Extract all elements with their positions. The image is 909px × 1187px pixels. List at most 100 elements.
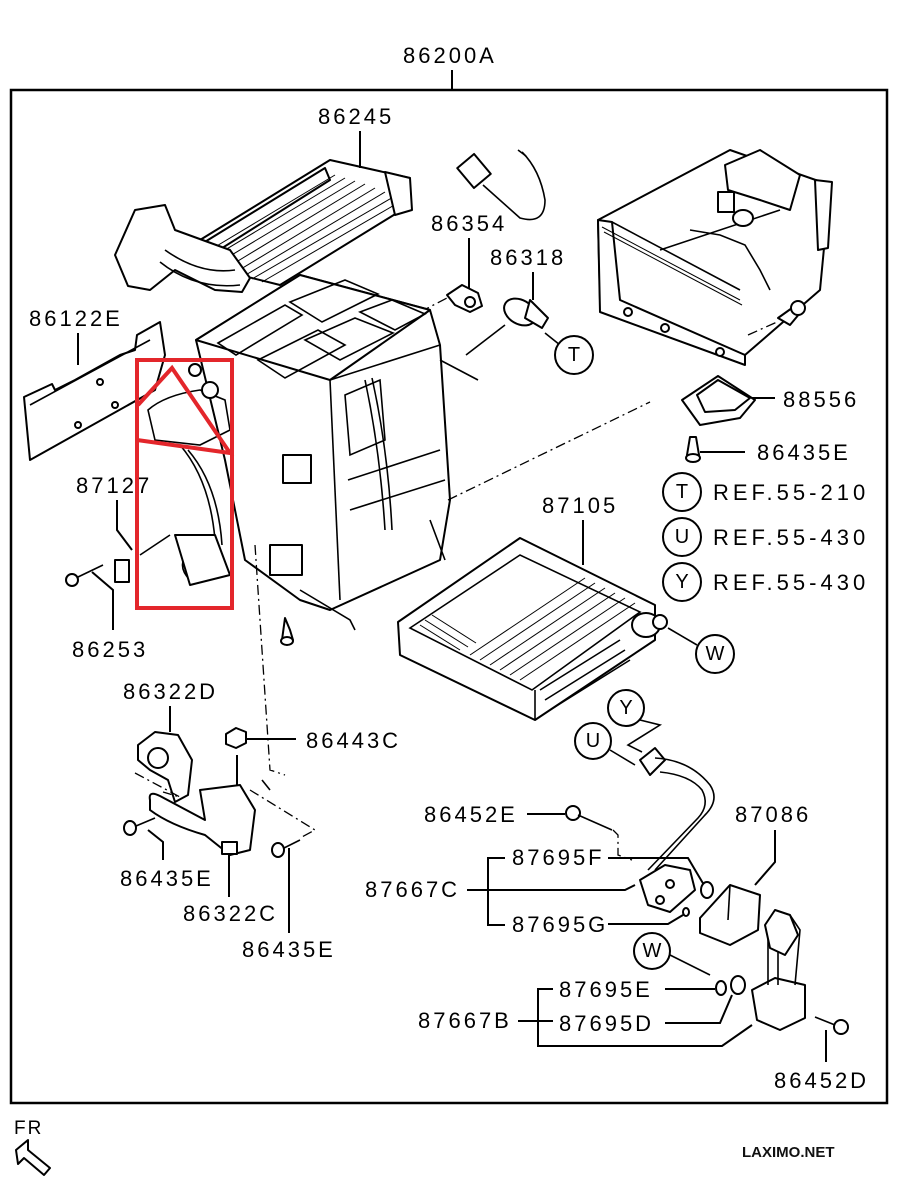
reference-row[interactable]: T REF.55-210 bbox=[662, 472, 869, 512]
svg-text:Y: Y bbox=[675, 571, 688, 593]
part-87667C-flange[interactable] bbox=[639, 864, 696, 913]
callout-86435E-bottom[interactable]: 86435E bbox=[242, 937, 336, 962]
callout-87667C[interactable]: 87667C bbox=[365, 877, 460, 902]
guide-88556 bbox=[447, 401, 651, 501]
highlight-box bbox=[135, 358, 234, 610]
callout-86122E[interactable]: 86122E bbox=[29, 306, 123, 331]
callout-87695G[interactable]: 87695G bbox=[512, 912, 608, 937]
callout-87667B[interactable]: 87667B bbox=[418, 1008, 512, 1033]
part-pipe[interactable] bbox=[639, 747, 715, 871]
callout-87086[interactable]: 87086 bbox=[735, 802, 811, 827]
callout-86452D[interactable]: 86452D bbox=[774, 1068, 869, 1093]
callout-86354[interactable]: 86354 bbox=[431, 211, 507, 236]
reference-text: REF.55-210 bbox=[713, 480, 869, 505]
callout-87105[interactable]: 87105 bbox=[542, 493, 618, 518]
callout-88556[interactable]: 88556 bbox=[783, 387, 859, 412]
part-87667B-pipe-block[interactable] bbox=[751, 909, 806, 1031]
watermark: LAXIMO.NET bbox=[742, 1144, 835, 1161]
marker-Y[interactable]: Y bbox=[607, 689, 645, 727]
part-hvac-case[interactable] bbox=[195, 274, 479, 631]
reference-marker bbox=[662, 517, 702, 557]
part-86122E-panel[interactable] bbox=[23, 321, 166, 461]
part-86435E-screw-bottom[interactable] bbox=[271, 839, 301, 858]
part-86452E-bolt[interactable] bbox=[565, 805, 613, 831]
svg-text:Y: Y bbox=[619, 697, 632, 719]
assembly-group-86200A: 86200A bbox=[9, 43, 889, 1105]
callout-86253[interactable]: 86253 bbox=[72, 637, 148, 662]
assembly-label[interactable]: 86200A bbox=[403, 43, 497, 68]
leader-W-oring bbox=[669, 954, 711, 976]
callout-86322D[interactable]: 86322D bbox=[123, 679, 218, 704]
leader-87695D bbox=[665, 994, 733, 1024]
guide-86322D bbox=[134, 772, 181, 798]
reference-text: REF.55-430 bbox=[713, 525, 869, 550]
front-arrow-icon bbox=[15, 1139, 51, 1176]
svg-text:U: U bbox=[586, 730, 600, 752]
callout-87127[interactable]: 87127 bbox=[76, 473, 152, 498]
part-86322C-actuator[interactable] bbox=[148, 779, 271, 856]
part-87695E-oring[interactable] bbox=[715, 980, 727, 996]
marker-W-oring[interactable]: W bbox=[633, 932, 671, 970]
callout-87695D[interactable]: 87695D bbox=[559, 1011, 654, 1036]
part-86354-bracket[interactable] bbox=[446, 284, 483, 313]
part-87086-expansion-valve[interactable] bbox=[699, 884, 761, 946]
svg-text:T: T bbox=[568, 344, 580, 366]
leader-86253 bbox=[91, 571, 114, 630]
svg-text:U: U bbox=[675, 526, 689, 548]
guide-86318 bbox=[465, 324, 506, 356]
leader-W-evaporator bbox=[667, 627, 698, 646]
reference-marker bbox=[662, 472, 702, 512]
svg-text:T: T bbox=[676, 481, 688, 503]
callout-86443C[interactable]: 86443C bbox=[306, 728, 401, 753]
marker-W-evaporator[interactable]: W bbox=[695, 634, 735, 674]
part-86443C-clip[interactable] bbox=[225, 727, 247, 749]
callout-87695E[interactable]: 87695E bbox=[559, 977, 653, 1002]
leader-87086 bbox=[754, 830, 776, 886]
part-87127-linkage[interactable] bbox=[139, 363, 231, 586]
leader-86435E-left bbox=[147, 829, 164, 860]
part-87695D-oring[interactable] bbox=[730, 975, 746, 995]
callout-86322C[interactable]: 86322C bbox=[183, 901, 278, 926]
part-86435E-screw-left[interactable] bbox=[123, 817, 156, 836]
reference-marker bbox=[662, 562, 702, 602]
leader-87695F bbox=[608, 857, 705, 886]
highlight-annotation bbox=[135, 358, 235, 610]
callout-86452E[interactable]: 86452E bbox=[424, 802, 518, 827]
callout-86435E-right[interactable]: 86435E bbox=[757, 440, 851, 465]
part-86322D-actuator[interactable] bbox=[137, 731, 193, 803]
marker-U[interactable]: U bbox=[574, 722, 612, 760]
part-86318-sensor[interactable] bbox=[499, 293, 549, 331]
assembly-frame bbox=[9, 88, 889, 1105]
callout-87695F[interactable]: 87695F bbox=[512, 845, 605, 870]
direction-indicator: FR bbox=[14, 1118, 51, 1176]
part-sensor-wire[interactable] bbox=[456, 149, 546, 221]
leader-87127 bbox=[116, 500, 133, 551]
part-86435E-screw-right[interactable] bbox=[685, 436, 701, 463]
callout-86318[interactable]: 86318 bbox=[490, 245, 566, 270]
callout-86435E-left[interactable]: 86435E bbox=[120, 866, 214, 891]
part-blower-case[interactable] bbox=[597, 149, 833, 366]
part-86253-screw[interactable] bbox=[65, 564, 104, 587]
part-87105-evaporator[interactable] bbox=[397, 537, 668, 721]
reference-row[interactable]: U REF.55-430 bbox=[662, 517, 869, 557]
part-87695F-oring[interactable] bbox=[700, 881, 714, 899]
reference-text: REF.55-430 bbox=[713, 570, 869, 595]
callout-86245[interactable]: 86245 bbox=[318, 104, 394, 129]
reference-row[interactable]: Y REF.55-430 bbox=[662, 562, 869, 602]
marker-T[interactable]: T bbox=[554, 335, 594, 375]
part-87127-clip[interactable] bbox=[114, 559, 130, 583]
part-86452D-bolt[interactable] bbox=[814, 1016, 849, 1035]
part-88556-filter[interactable] bbox=[681, 375, 756, 426]
part-screw-blower[interactable] bbox=[777, 300, 806, 326]
part-case-screw[interactable] bbox=[280, 617, 294, 646]
guide-86452E bbox=[612, 829, 633, 861]
reference-legend: T REF.55-210 U REF.55-430 Y REF.55-430 bbox=[662, 472, 869, 602]
guide-86322C bbox=[254, 544, 286, 776]
part-heater-core[interactable] bbox=[114, 159, 413, 293]
part-87695G-oring[interactable] bbox=[682, 907, 690, 917]
leader-87695G bbox=[608, 914, 684, 925]
bracket-87667C bbox=[487, 857, 505, 926]
leader-Y bbox=[626, 719, 663, 753]
bracket-87667B bbox=[537, 988, 753, 1047]
leader-U bbox=[609, 749, 636, 766]
